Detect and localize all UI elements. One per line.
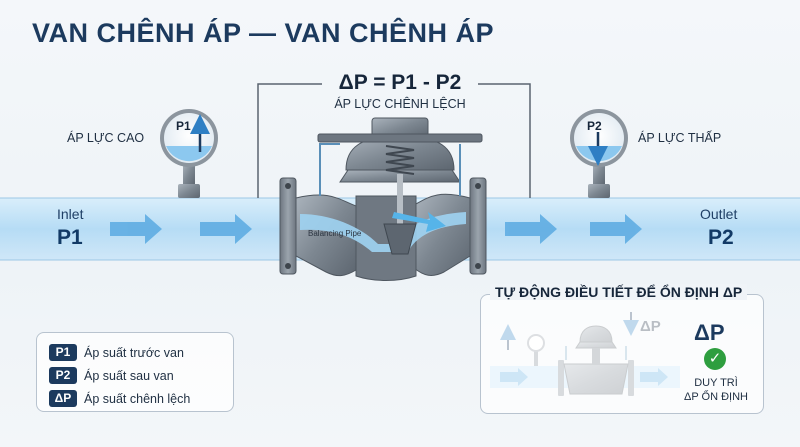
inlet-label: Inlet (57, 206, 84, 222)
legend-item: P2 Áp suất sau van (49, 365, 221, 386)
valve-label: Balancing Pipe (308, 229, 362, 238)
inset-dp-label: ΔP (694, 320, 725, 345)
flow-arrows (110, 214, 642, 244)
formula-subtitle: ÁP LỰC CHÊNH LỆCH (334, 96, 465, 111)
legend-key: P2 (49, 367, 77, 384)
gauge-left (160, 109, 218, 198)
legend: P1 Áp suất trước van P2 Áp suất sau van … (36, 332, 234, 412)
outlet-pressure: P2 (708, 226, 734, 249)
inlet-pressure: P1 (57, 226, 83, 249)
keep-line-2: ΔP ỔN ĐỊNH (684, 391, 748, 403)
gauge-left-label: P1 (176, 119, 191, 133)
high-pressure-label: ÁP LỰC CAO (67, 130, 144, 145)
legend-key: P1 (49, 344, 77, 361)
check-icon: ✓ (704, 348, 726, 370)
low-pressure-label: ÁP LỰC THẤP (638, 130, 721, 145)
valve-body (279, 117, 487, 281)
keep-line-1: DUY TRÌ (694, 377, 738, 389)
gauge-right (570, 109, 628, 198)
gauge-right-label: P2 (587, 119, 602, 133)
sensing-lines (257, 83, 531, 198)
legend-text: Áp suất trước van (84, 345, 184, 360)
legend-text: Áp suất sau van (84, 368, 174, 383)
outlet-label: Outlet (700, 206, 737, 222)
legend-item: ΔP Áp suất chênh lệch (49, 388, 221, 409)
page-title: VAN CHÊNH ÁP — VAN CHÊNH ÁP (32, 18, 495, 48)
legend-key: ΔP (49, 390, 77, 407)
keep-stable-text: DUY TRÌ ΔP ỔN ĐỊNH (672, 376, 760, 404)
legend-item: P1 Áp suất trước van (49, 342, 221, 363)
legend-text: Áp suất chênh lệch (84, 391, 191, 406)
formula: ΔP = P1 - P2 (339, 71, 462, 94)
auto-regulation-title: TỰ ĐỘNG ĐIỀU TIẾT ĐỂ ỔN ĐỊNH ΔP (490, 284, 748, 300)
